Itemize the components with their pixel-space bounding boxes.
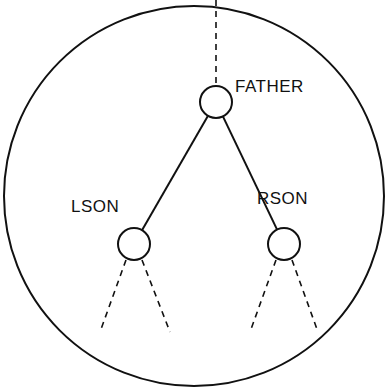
node-circle <box>199 85 233 119</box>
tree-edge <box>142 116 208 230</box>
node-circle <box>117 227 151 261</box>
tree-node: FATHER <box>199 85 233 119</box>
node-outline <box>200 86 232 118</box>
node-label: LSON <box>71 197 119 217</box>
enclosing-circle <box>4 6 384 386</box>
node-label: RSON <box>257 189 308 209</box>
dashed-link <box>100 260 126 332</box>
dashed-link <box>142 260 170 332</box>
node-label: FATHER <box>235 77 304 97</box>
parent-link-dashed <box>215 0 217 84</box>
node-outline <box>268 228 300 260</box>
subtree-links-dashed <box>100 260 318 332</box>
node-circle <box>267 227 301 261</box>
dashed-link <box>250 260 276 332</box>
tree-edge <box>223 116 277 229</box>
tree-node: RSON <box>267 227 301 261</box>
tree-node: LSON <box>117 227 151 261</box>
dashed-link <box>292 260 318 332</box>
node-outline <box>118 228 150 260</box>
